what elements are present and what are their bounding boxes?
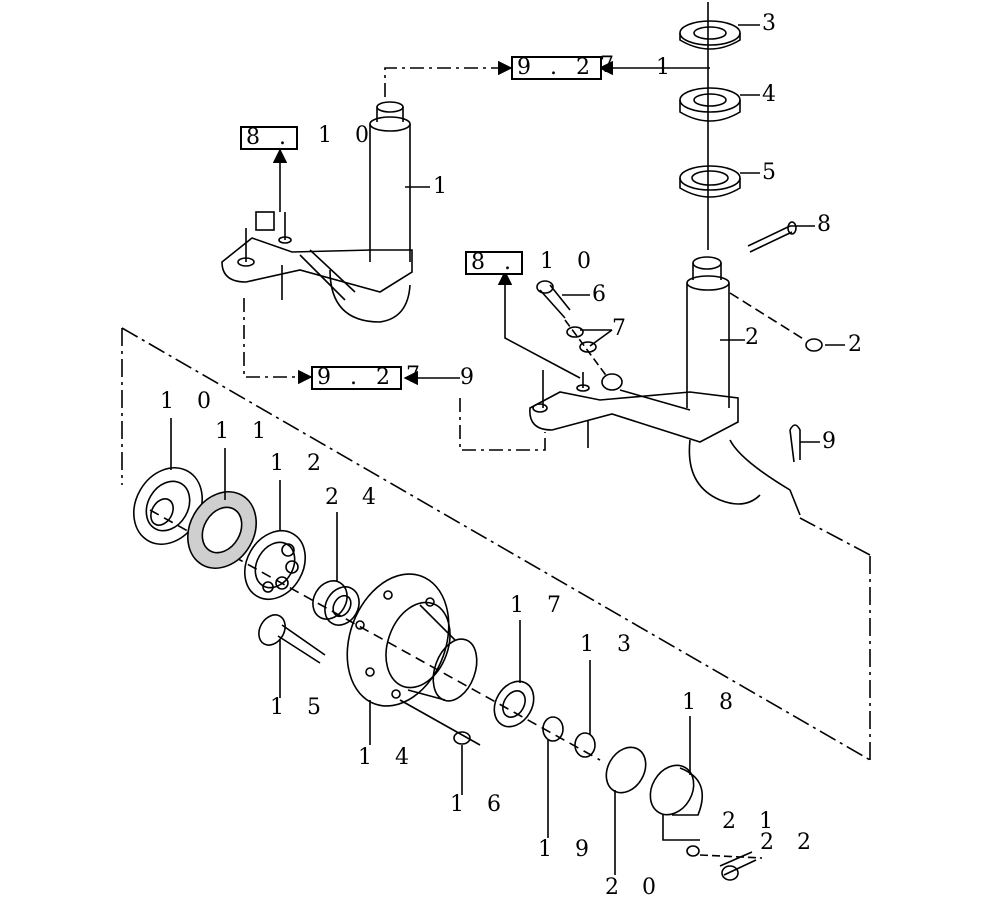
callout-22: 2 2: [760, 830, 819, 855]
reference-extra-top: 1: [656, 55, 678, 80]
reference-box-text: 8 .: [471, 250, 517, 275]
spindle-right: [529, 256, 801, 516]
callout-9: 9: [822, 429, 844, 454]
reference-box-left-lower: 9 . 2: [311, 366, 402, 390]
cotter-pin-9: [789, 424, 801, 463]
callout-5: 5: [762, 160, 784, 185]
callout-19: 1 9: [538, 837, 597, 862]
callout-17: 1 7: [510, 593, 569, 618]
o-ring-20: [605, 746, 647, 794]
callout-16: 1 6: [450, 792, 509, 817]
callout-4: 4: [762, 82, 784, 107]
callout-2: 2: [745, 325, 767, 350]
callout-11: 1 1: [215, 419, 274, 444]
callout-10: 1 0: [160, 389, 219, 414]
reference-trail-left-lower: 7: [406, 363, 428, 388]
bolt-6: [539, 284, 571, 319]
enclosure-line: [121, 327, 871, 761]
reference-trail-top: 7: [600, 53, 622, 78]
callout-8: 8: [817, 212, 839, 237]
bolt-15: [258, 614, 326, 664]
reference-trail-right-mid: 1 0: [540, 249, 599, 274]
callout-13: 1 3: [580, 632, 639, 657]
nipple-2-leader: [729, 292, 806, 341]
callout-2b: 2: [848, 332, 870, 357]
callout-15: 1 5: [270, 695, 329, 720]
callout-12: 1 2: [270, 451, 329, 476]
callout-6: 6: [592, 282, 614, 307]
cap-18: [649, 764, 704, 816]
bearing-17: [493, 680, 535, 728]
callout-7: 7: [612, 316, 634, 341]
reference-box-left-upper: 8 .: [240, 126, 298, 150]
washer-21: [686, 845, 700, 857]
callout-1: 1: [433, 174, 455, 199]
callout-14: 1 4: [358, 745, 417, 770]
callout-3: 3: [762, 11, 784, 36]
spindle-left: [221, 101, 413, 323]
nut-13: [574, 732, 596, 758]
washer-stack: [679, 2, 741, 250]
callout-20: 2 0: [605, 875, 664, 900]
reference-trail-left-upper: 1 0: [318, 123, 377, 148]
callout-18: 1 8: [682, 690, 741, 715]
callout-24: 2 4: [325, 485, 384, 510]
pin-8: [747, 225, 793, 253]
spacer-24: [312, 580, 360, 626]
reference-box-top: 9 . 2: [511, 56, 602, 80]
nipple-16: [453, 731, 471, 745]
seal-11: [187, 491, 257, 569]
reference-box-text: 8 .: [246, 125, 292, 150]
callout-21: 2 1: [722, 809, 781, 834]
bolt-22: [719, 851, 757, 876]
reference-extra-left-lower: 9: [460, 365, 482, 390]
hub-14: [346, 573, 478, 707]
reference-box-text: 9 . 2: [517, 55, 596, 80]
reference-box-right-mid: 8 .: [465, 251, 523, 275]
bearing-12: [244, 530, 306, 600]
washer-19: [542, 716, 564, 742]
seal-10: [133, 467, 203, 545]
reference-box-text: 9 . 2: [317, 365, 396, 390]
